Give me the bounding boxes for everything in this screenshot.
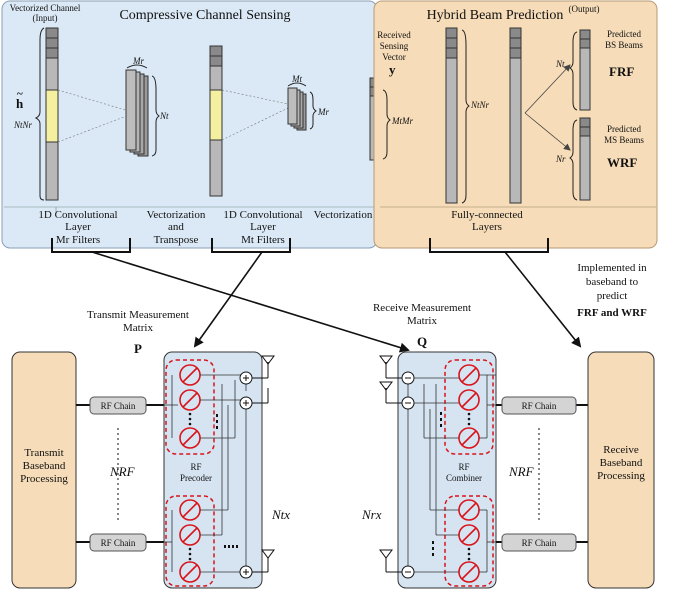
input-label: Vectorized Channel — [10, 3, 81, 13]
precoder-line1: RF — [190, 462, 201, 472]
rx-dots-vertical — [432, 412, 442, 556]
rx-rf-chain-top-label: RF Chain — [522, 401, 557, 411]
stage-axis — [4, 206, 374, 212]
prediction-title: Hybrid Beam Prediction — [427, 8, 564, 23]
tx-nrf: NRF — [109, 464, 136, 479]
tx-dots-vertical — [216, 414, 238, 548]
stage2-line3: Transpose — [154, 234, 199, 246]
sensing-brackets — [51, 238, 549, 253]
ms-label-1: Predicted — [607, 124, 641, 134]
transmit-matrix-line2: Matrix — [123, 322, 153, 334]
ms-beams-vector — [569, 117, 591, 201]
rx-feed-lines — [407, 374, 496, 573]
h-symbol: h — [16, 96, 24, 111]
conv-filters-2 — [287, 82, 317, 131]
sensing-title: Compressive Channel Sensing — [119, 8, 290, 23]
combiner-line2: Combiner — [446, 473, 482, 483]
tx-rf-chain-top: RF Chain — [89, 396, 147, 415]
received-line2: Sensing — [380, 41, 409, 51]
received-line3: Vector — [382, 52, 406, 62]
tx-ntx: Ntx — [271, 507, 290, 522]
ms-label-2: MS Beams — [604, 135, 644, 145]
stage1-line3: Mr Filters — [56, 234, 100, 246]
rx-nrx: Nrx — [361, 507, 382, 522]
conv2-mt: Mt — [291, 74, 302, 84]
receive-matrix-symbol: Q — [417, 334, 427, 349]
implemented-line2: baseband to — [586, 276, 639, 288]
stage2-line2: and — [168, 221, 184, 233]
implemented-line3: predict — [597, 290, 628, 302]
rx-rf-chain-bottom: RF Chain — [501, 533, 577, 552]
input-dimension: NtNr — [13, 120, 33, 130]
fc-stage-line2: Layers — [472, 221, 502, 233]
receive-matrix-line2: Matrix — [407, 315, 437, 327]
h-tilde: ~ — [17, 88, 23, 100]
ms-symbol: WRF — [607, 155, 637, 170]
ms-nr: Nr — [555, 154, 566, 164]
precoder-line2: Precoder — [180, 473, 212, 483]
input-vector — [34, 27, 59, 201]
bs-beams-vector — [569, 29, 591, 111]
bs-label-1: Predicted — [607, 29, 641, 39]
bs-nt: Nt — [555, 59, 565, 69]
transmit-baseband-line3: Processing — [20, 473, 68, 485]
bs-symbol: FRF — [609, 64, 634, 79]
rx-antennas — [379, 355, 402, 573]
rx-rf-chain-bottom-label: RF Chain — [522, 538, 557, 548]
fc-layer-1 — [445, 27, 458, 204]
transmit-baseband-line1: Transmit — [24, 447, 63, 459]
rf-combiner-box — [397, 351, 497, 589]
tx-feed-lines — [164, 374, 247, 573]
receive-baseband-line2: Baseband — [600, 457, 643, 469]
stage3-line1: 1D Convolutional — [223, 209, 302, 221]
stage3-line2: Layer — [250, 221, 276, 233]
combiner-line1: RF — [458, 462, 469, 472]
conv-filters-1 — [125, 64, 160, 157]
tx-rf-chain-bottom: RF Chain — [89, 533, 147, 552]
transmit-matrix-line1: Transmit Measurement — [87, 309, 189, 321]
rx-rf-chain-links — [496, 404, 588, 543]
rx-minus-signs — [405, 377, 411, 573]
measurement-dimension: MtMr — [391, 116, 413, 126]
stage3-line3: Mt Filters — [241, 234, 285, 246]
fc-dimension: NtNr — [470, 100, 490, 110]
rf-precoder-box — [163, 351, 263, 589]
conv1-mr: Mr — [132, 56, 144, 66]
fc-stage-line1: Fully-connected — [451, 209, 523, 221]
receive-baseband-line1: Receive — [603, 444, 639, 456]
second-vector — [209, 45, 223, 197]
implemented-line1: Implemented in — [577, 262, 647, 274]
rx-phase-shifters — [444, 359, 494, 587]
bs-label-2: BS Beams — [605, 40, 643, 50]
transmit-baseband-line2: Baseband — [23, 460, 66, 472]
received-line1: Received — [377, 30, 411, 40]
receive-matrix-line1: Receive Measurement — [373, 302, 471, 314]
tx-plus-signs — [243, 375, 249, 575]
mapping-arrows — [91, 251, 582, 353]
transmit-matrix-symbol: P — [134, 341, 142, 356]
fc-layer-2 — [509, 27, 522, 204]
rx-nrf: NRF — [508, 464, 535, 479]
implemented-symbols: FRF and WRF — [577, 307, 647, 319]
stage4-line1: Vectorization — [314, 209, 373, 221]
transmit-baseband — [11, 351, 77, 589]
stage2-line1: Vectorization — [147, 209, 206, 221]
tx-rf-chain-links — [76, 404, 164, 543]
tx-rf-chain-top-label: RF Chain — [101, 401, 136, 411]
output-label: (Output) — [569, 4, 600, 14]
y-symbol: y — [389, 62, 396, 77]
receive-baseband — [587, 351, 655, 589]
receive-baseband-line3: Processing — [597, 470, 645, 482]
stage1-line1: 1D Convolutional — [38, 209, 117, 221]
conv2-mr: Mr — [317, 107, 329, 117]
rx-rf-chain-top: RF Chain — [501, 396, 577, 415]
stage1-line2: Layer — [65, 221, 91, 233]
tx-antennas — [252, 355, 275, 573]
conv1-nt: Nt — [159, 111, 169, 121]
input-tag: (Input) — [33, 13, 58, 23]
tx-rf-chain-bottom-label: RF Chain — [101, 538, 136, 548]
